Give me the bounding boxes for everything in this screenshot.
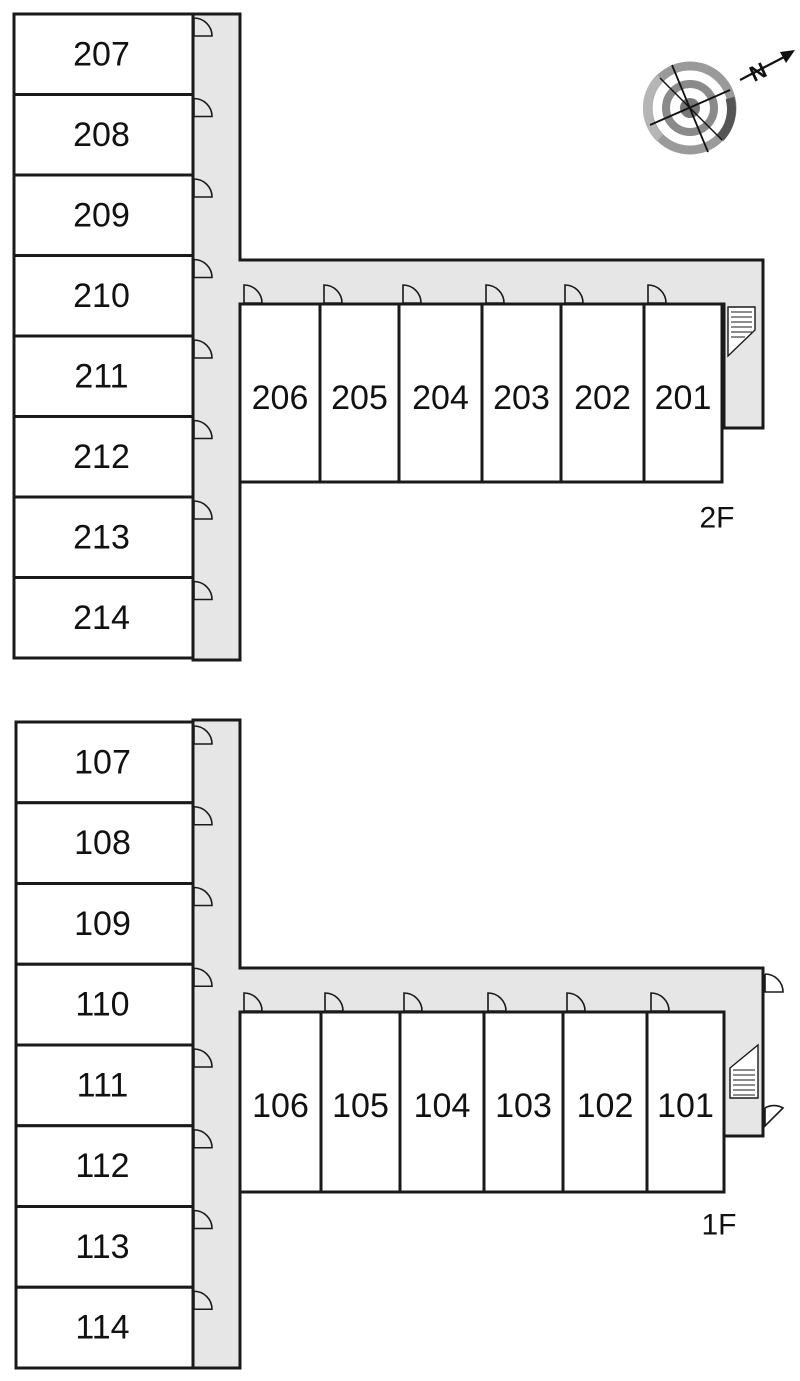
door-icon	[403, 992, 423, 1012]
floor-1f: 107 108 109 110 111 112 113 114 106 105 104 103 102…	[14, 718, 785, 1370]
room-number: 103	[495, 1087, 552, 1125]
room-number: 112	[75, 1147, 129, 1185]
room-204: 204	[397, 284, 484, 484]
door-icon	[487, 992, 507, 1012]
room-105: 105	[319, 992, 402, 1194]
room-number: 211	[74, 357, 128, 395]
floor-label-1f: 1F	[701, 1209, 736, 1242]
door-icon	[193, 97, 213, 118]
door-icon	[193, 178, 213, 198]
room-number: 101	[657, 1087, 714, 1125]
room-number: 207	[73, 35, 130, 73]
room-211: 211	[12, 334, 213, 418]
room-110: 110	[14, 962, 213, 1047]
room-number: 202	[574, 379, 631, 417]
door-icon	[243, 992, 263, 1012]
left-wing-1f: 107 108 109 110 111 112 113 114	[14, 720, 213, 1370]
room-number: 205	[331, 379, 388, 417]
room-214: 214	[12, 576, 213, 660]
room-202: 202	[559, 284, 646, 484]
room-207: 207	[12, 12, 213, 96]
door-icon	[193, 17, 213, 37]
door-icon	[193, 500, 213, 520]
stairs-icon	[727, 306, 756, 358]
room-number: 111	[77, 1066, 129, 1104]
right-wing-2f: 206 205 204 203 202 201	[238, 284, 724, 484]
door-icon	[323, 284, 343, 304]
door-icon	[193, 886, 213, 907]
door-icon	[485, 284, 505, 304]
room-101: 101	[645, 992, 726, 1194]
room-107: 107	[14, 720, 213, 805]
room-number: 201	[655, 379, 712, 417]
door-icon	[193, 258, 213, 279]
door-icon	[566, 992, 586, 1012]
room-number: 210	[73, 277, 130, 315]
left-wing-2f: 207 208 209 210 211 212 213 214	[12, 12, 213, 660]
room-number: 203	[493, 379, 550, 417]
floor-label-2f: 2F	[699, 502, 734, 535]
room-number: 213	[73, 518, 130, 556]
door-icon	[193, 1048, 213, 1068]
entrance-door-icon	[764, 973, 785, 1128]
room-number: 108	[74, 824, 131, 862]
room-111: 111	[14, 1043, 213, 1128]
room-112: 112	[14, 1124, 213, 1208]
room-number: 109	[74, 905, 131, 943]
room-208: 208	[12, 93, 213, 177]
room-104: 104	[398, 992, 486, 1194]
door-icon	[193, 580, 213, 601]
room-212: 212	[12, 415, 213, 499]
room-number: 105	[332, 1087, 389, 1125]
room-number: 212	[73, 438, 130, 476]
door-icon	[193, 1209, 213, 1230]
right-wing-1f: 106 105 104 103 102 101	[238, 992, 726, 1194]
room-number: 204	[412, 379, 469, 417]
door-icon	[193, 419, 213, 440]
door-icon	[193, 1290, 213, 1311]
room-number: 209	[73, 196, 130, 234]
room-number: 102	[577, 1087, 634, 1125]
room-213: 213	[12, 495, 213, 579]
door-icon	[324, 992, 344, 1012]
stairs-icon	[729, 1043, 759, 1099]
door-icon	[193, 339, 213, 359]
room-205: 205	[318, 284, 401, 484]
door-icon	[647, 284, 667, 304]
floor-2f: 207 208 209 210 211 212 213 214 206 205 204 203 202…	[12, 12, 765, 662]
room-201: 201	[642, 284, 724, 484]
door-icon	[243, 284, 263, 304]
room-209: 209	[12, 173, 213, 257]
door-icon	[193, 725, 213, 745]
door-icon	[193, 1128, 213, 1149]
room-number: 206	[252, 379, 309, 417]
room-number: 214	[73, 599, 130, 637]
room-103: 103	[482, 992, 565, 1194]
room-number: 114	[75, 1309, 129, 1347]
room-number: 208	[73, 116, 130, 154]
room-109: 109	[14, 882, 213, 966]
room-206: 206	[238, 284, 322, 484]
room-114: 114	[14, 1285, 213, 1370]
door-icon	[193, 805, 213, 826]
room-106: 106	[238, 992, 323, 1194]
room-108: 108	[14, 801, 213, 885]
door-icon	[564, 284, 584, 304]
room-203: 203	[480, 284, 563, 484]
room-number: 113	[75, 1228, 129, 1266]
north-label: N	[746, 57, 771, 86]
door-icon	[650, 992, 670, 1012]
room-210: 210	[12, 254, 213, 338]
compass-icon: N	[642, 50, 795, 155]
room-number: 107	[74, 743, 131, 781]
room-number: 106	[252, 1087, 309, 1125]
room-102: 102	[561, 992, 649, 1194]
room-number: 110	[75, 986, 129, 1024]
room-number: 104	[414, 1087, 471, 1125]
room-113: 113	[14, 1205, 213, 1289]
door-icon	[193, 967, 213, 988]
door-icon	[402, 284, 422, 304]
